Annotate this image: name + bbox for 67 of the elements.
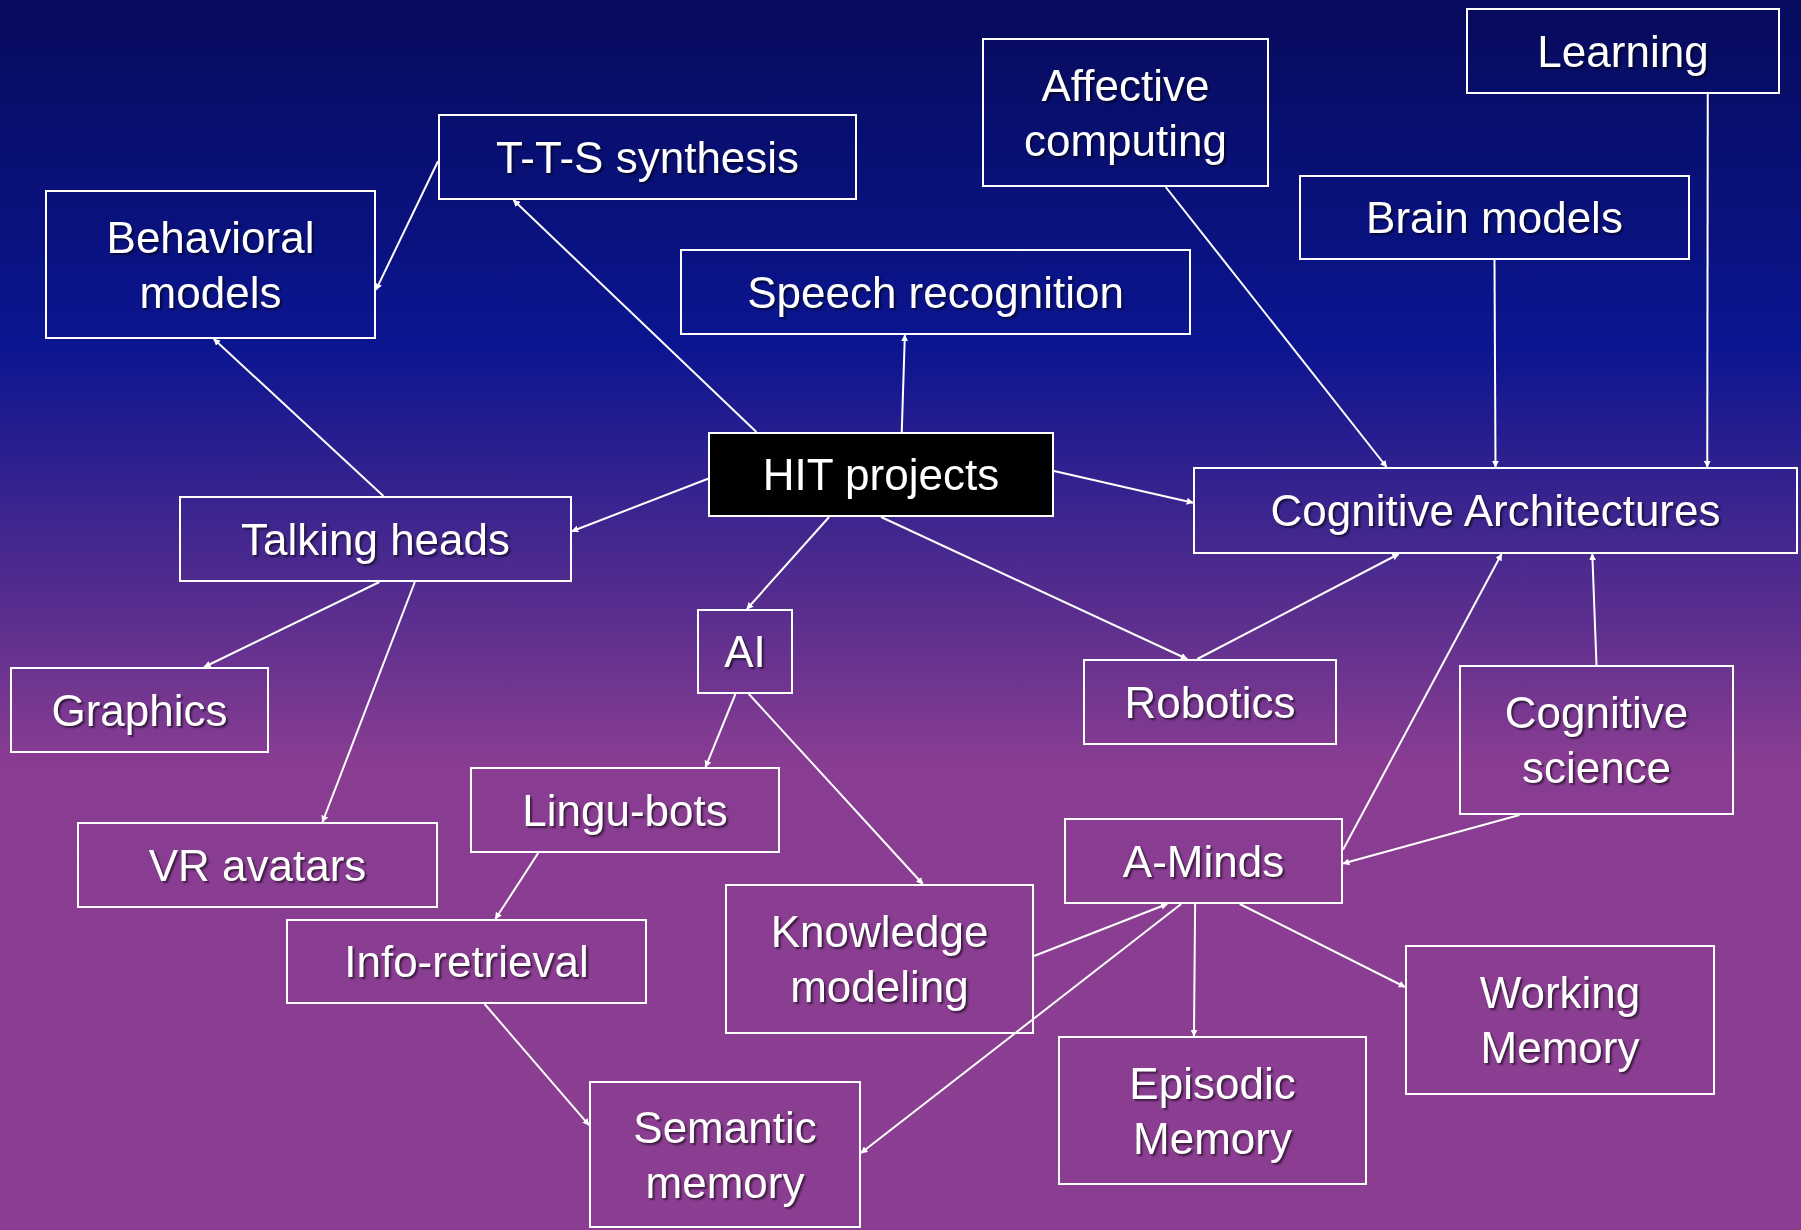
topic-label: Learning — [1537, 25, 1709, 78]
arrow — [1196, 553, 1400, 660]
topic-box — [1193, 467, 1798, 554]
topic-label: Knowledge modeling — [769, 906, 990, 1013]
arrow — [212, 338, 385, 497]
topic-label: HIT projects — [762, 449, 1000, 501]
topic-label: Graphics — [51, 684, 228, 737]
topic-box — [438, 114, 857, 200]
topic-box — [1058, 1036, 1367, 1185]
topic-box — [1459, 665, 1734, 815]
topic-label: Speech recognition — [747, 266, 1124, 319]
topic-label: Brain models — [1366, 192, 1623, 244]
arrow — [1164, 186, 1388, 468]
topic-label: Info-retrieval — [344, 936, 589, 988]
topic-label: Robotics — [1124, 676, 1296, 729]
arrow — [203, 581, 381, 668]
topic-box — [589, 1081, 861, 1228]
arrow — [900, 334, 909, 433]
topic-label: VR avatars — [148, 839, 367, 892]
topic-box — [1064, 818, 1343, 904]
topic-box — [1405, 945, 1715, 1095]
arrow — [1589, 553, 1598, 666]
topic-label: Semantic memory — [632, 1101, 818, 1209]
arrow — [745, 516, 831, 610]
arrow — [1342, 553, 1503, 851]
topic-box — [286, 919, 647, 1004]
arrow — [512, 199, 758, 433]
arrow — [880, 516, 1189, 660]
arrow — [321, 581, 416, 823]
topic-label: T-T-S synthesis — [495, 131, 800, 184]
arrow — [1491, 259, 1499, 468]
topic-box — [45, 190, 376, 339]
topic-box — [10, 667, 269, 753]
arrow — [704, 693, 737, 768]
topic-label: A-Minds — [1122, 835, 1285, 888]
highlighted-box — [708, 432, 1054, 517]
topic-box — [1466, 8, 1780, 94]
arrow — [483, 1003, 590, 1127]
topic-box — [1299, 175, 1690, 260]
topic-label: AI — [724, 626, 766, 678]
arrow — [1033, 903, 1169, 957]
arrow — [494, 852, 540, 920]
topic-label: Cognitive Architectures — [1270, 485, 1721, 537]
arrow — [1238, 903, 1406, 988]
arrow — [1703, 93, 1711, 468]
topic-label: Affective computing — [1023, 59, 1228, 167]
topic-box — [179, 496, 572, 582]
topic-label: Episodic Memory — [1128, 1057, 1297, 1165]
arrow — [1053, 470, 1194, 505]
arrow — [571, 477, 709, 533]
topic-box — [470, 767, 780, 853]
topic-label: Behavioral models — [105, 211, 316, 319]
arrow — [747, 693, 924, 885]
topic-label: Talking heads — [240, 513, 511, 566]
topic-box — [697, 609, 793, 694]
topic-box — [982, 38, 1269, 187]
topic-box — [1083, 659, 1337, 745]
topic-label: Lingu-bots — [522, 784, 728, 837]
topic-box — [77, 822, 438, 908]
topic-label: Cognitive science — [1503, 687, 1690, 794]
arrow — [1342, 814, 1521, 866]
topic-label: Working Memory — [1478, 967, 1642, 1074]
topic-box — [725, 884, 1034, 1034]
topic-box — [680, 249, 1191, 335]
arrow — [1190, 903, 1198, 1037]
arrow — [375, 160, 439, 291]
arrow — [860, 903, 1183, 1155]
